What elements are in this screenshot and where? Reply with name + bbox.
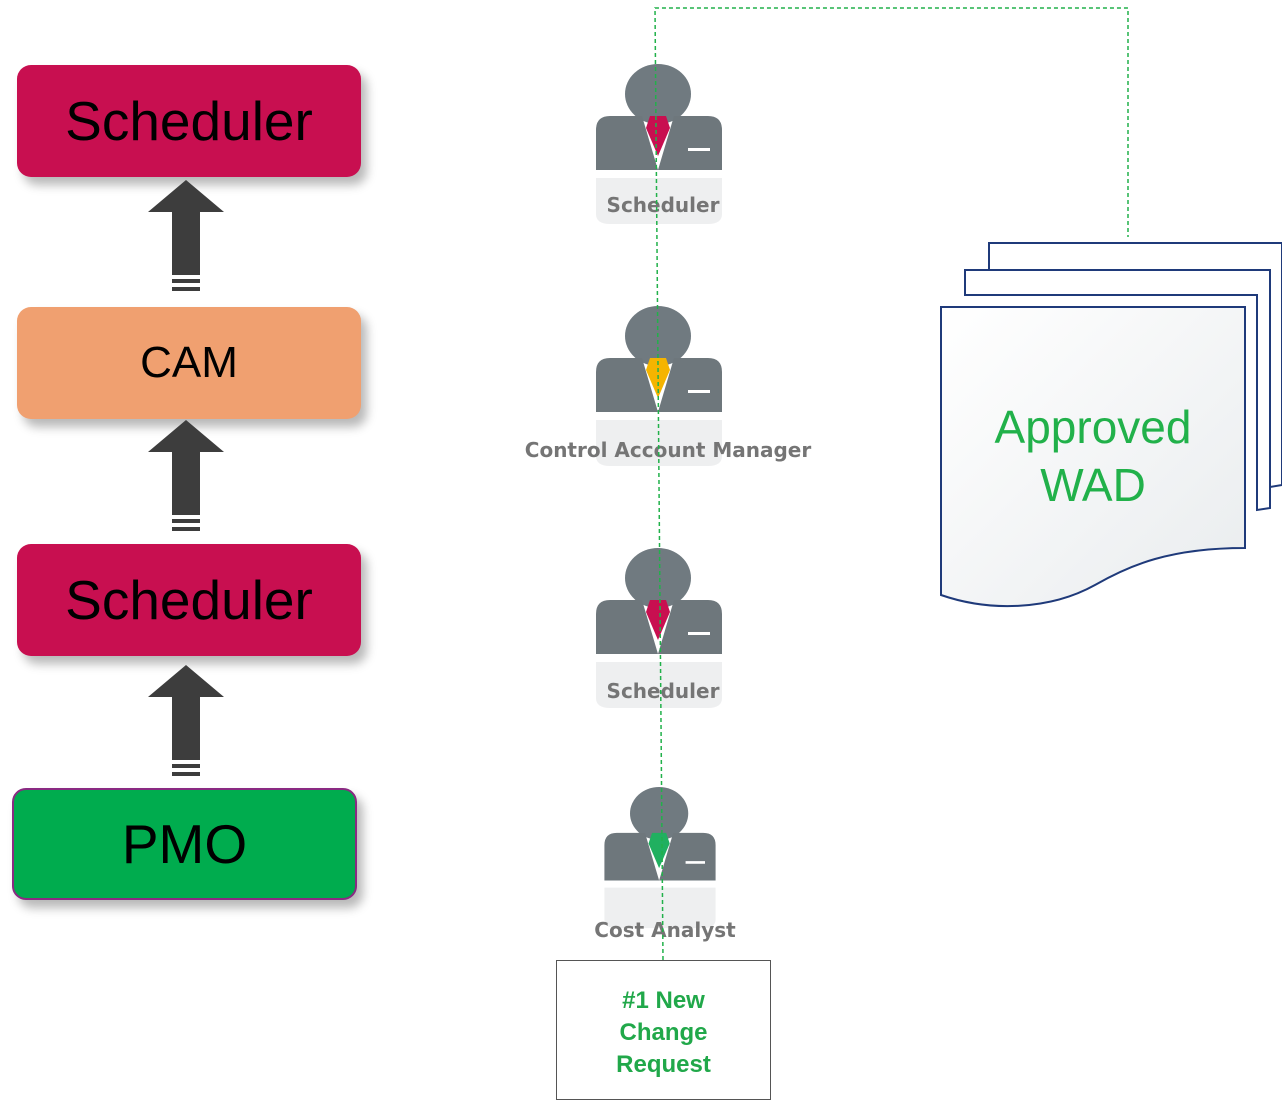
pmo-box-label: PMO bbox=[121, 813, 248, 875]
scheduler-box: Scheduler bbox=[17, 544, 361, 656]
up-arrow-icon bbox=[148, 180, 224, 291]
up-arrow-icon bbox=[148, 420, 224, 531]
scheduler-box-label: Scheduler bbox=[65, 569, 313, 631]
cam-box-label: CAM bbox=[140, 338, 238, 387]
change-request-label: #1 New Change Request bbox=[616, 987, 711, 1078]
scheduler-box-label: Scheduler bbox=[65, 90, 313, 152]
role-label-cost-analyst: Cost Analyst bbox=[594, 918, 736, 942]
role-label-control-account-manager: Control Account Manager bbox=[524, 438, 812, 462]
approved-wad-label: Approved WAD bbox=[994, 401, 1192, 511]
role-label-scheduler: Scheduler bbox=[606, 193, 720, 217]
role-label-scheduler: Scheduler bbox=[606, 679, 720, 703]
scheduler-box: Scheduler bbox=[17, 65, 361, 177]
person-icon bbox=[604, 787, 716, 929]
up-arrow-icon bbox=[148, 665, 224, 776]
change-request-box: #1 New Change Request bbox=[556, 960, 771, 1100]
cam-box: CAM bbox=[17, 307, 361, 419]
pmo-box: PMO bbox=[12, 788, 357, 900]
